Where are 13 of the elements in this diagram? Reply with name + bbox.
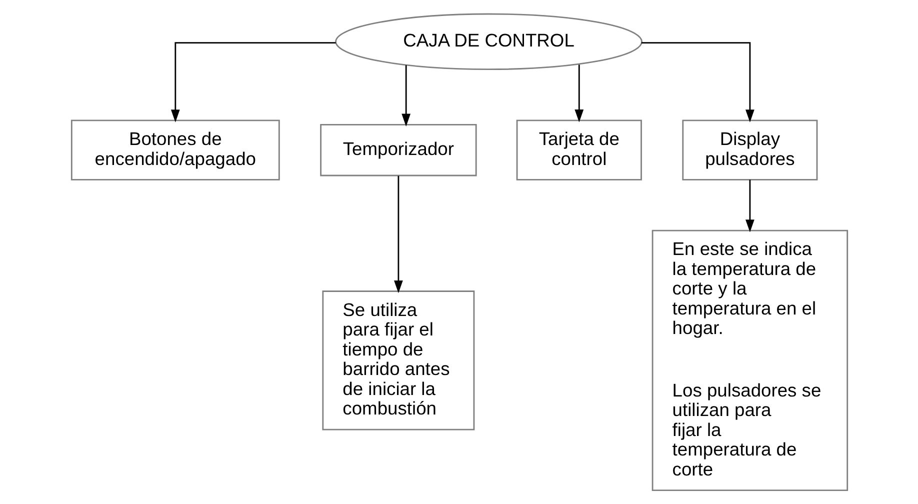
node-box: Display pulsadores bbox=[682, 120, 818, 180]
arrow bbox=[745, 180, 754, 232]
arrow bbox=[170, 42, 336, 122]
arrow bbox=[401, 65, 410, 126]
node-box: En este se indica la temperatura de corte y la temperatura en el hogar. Los pulsadores se utilizan para fijar la temperatura de corte bbox=[651, 230, 848, 491]
arrow bbox=[574, 64, 584, 122]
node-box: Temporizador bbox=[320, 124, 476, 176]
node-box: Tarjeta de control bbox=[516, 120, 642, 180]
node-ellipse: CAJA DE CONTROL bbox=[334, 13, 642, 70]
arrow bbox=[394, 176, 402, 294]
node-box: Se utiliza para fijar el tiempo de barrido antes de iniciar la combustión bbox=[322, 290, 474, 430]
arrow bbox=[640, 42, 754, 122]
node-box: Botones de encendido/apagado bbox=[70, 120, 280, 180]
